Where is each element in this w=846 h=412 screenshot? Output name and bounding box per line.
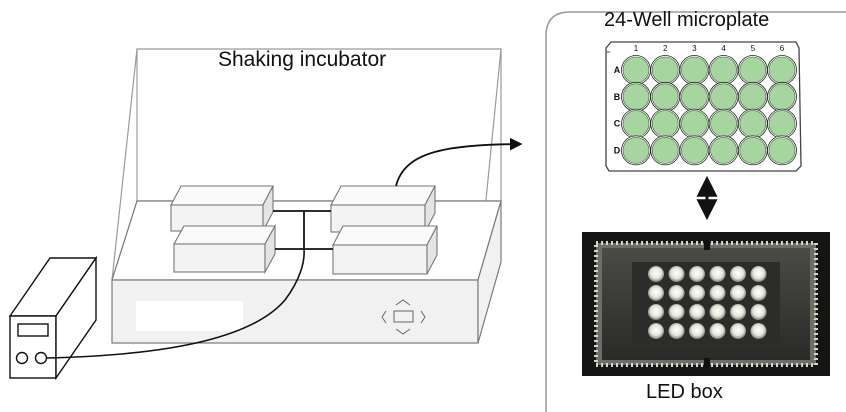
led-well: [648, 266, 664, 282]
incubator-control-pad[interactable]: [381, 299, 426, 335]
sample-box-3: [330, 185, 436, 233]
incubator-display-panel: [136, 301, 243, 331]
plate-well: [622, 83, 650, 111]
led-well: [730, 285, 746, 301]
plate-well: [768, 137, 796, 164]
plate-well: [622, 110, 650, 137]
plate-column-label: 3: [692, 44, 697, 53]
led-well: [709, 266, 726, 282]
plate-well: [681, 110, 708, 137]
power-supply-terminal: [15, 351, 29, 365]
plate-column-label: 1: [634, 44, 639, 53]
led-well: [648, 304, 664, 320]
microplate: 1 2 3 4 5 6 A B C D: [605, 41, 802, 172]
led-well: [709, 285, 726, 301]
plate-well: [768, 56, 796, 84]
chevron-up-icon: [395, 299, 411, 306]
led-well: [648, 323, 664, 339]
chevron-down-icon: [395, 328, 411, 335]
led-well: [648, 285, 664, 301]
plate-well: [739, 56, 767, 84]
power-supply-display: [17, 323, 49, 337]
plate-column-label: 2: [663, 44, 668, 53]
plate-well: [681, 137, 708, 164]
plate-row-label: C: [614, 119, 621, 129]
chevron-right-icon: [420, 310, 426, 324]
chevron-left-icon: [381, 310, 387, 324]
plate-well: [681, 83, 708, 111]
led-well: [668, 285, 685, 301]
plate-well: [739, 137, 767, 164]
plate-row-label: D: [614, 145, 621, 155]
plate-well: [651, 137, 679, 164]
led-well: [668, 323, 685, 339]
led-box-label: LED box: [646, 381, 723, 403]
led-well: [689, 266, 705, 282]
led-well: [750, 304, 767, 320]
plate-column-label: 5: [751, 44, 756, 53]
plate-well: [710, 83, 737, 111]
sample-box-2: [173, 223, 276, 275]
plate-well: [651, 83, 679, 111]
plate-well: [622, 137, 650, 164]
sample-box-1: [170, 185, 274, 232]
plate-well: [710, 110, 737, 137]
plate-well: [768, 110, 796, 137]
plate-well: [768, 83, 796, 111]
led-well: [709, 304, 726, 320]
plate-well: [681, 56, 708, 84]
plate-row-label: A: [614, 65, 621, 75]
plate-column-label: 6: [780, 44, 785, 53]
led-box-photo: [582, 232, 830, 376]
led-well: [730, 304, 746, 320]
led-well: [730, 323, 746, 339]
plate-well: [710, 137, 737, 164]
plate-well: [651, 56, 679, 84]
power-supply-terminal: [34, 351, 48, 365]
incubator-label: Shaking incubator: [218, 48, 387, 71]
power-supply: [8, 255, 98, 381]
led-wells: [648, 266, 767, 339]
plate-column-label: 4: [721, 44, 726, 53]
plate-well: [622, 56, 650, 84]
microplate-label: 24-Well microplate: [604, 9, 770, 31]
power-cable: [45, 248, 305, 359]
led-well: [689, 323, 705, 339]
led-well: [730, 266, 746, 282]
led-well: [750, 266, 767, 282]
led-well: [668, 266, 685, 282]
led-well: [709, 323, 726, 339]
plate-row-label: B: [614, 92, 621, 102]
plate-row-labels: A B C D: [614, 65, 621, 155]
plate-well: [739, 83, 767, 111]
plate-wells: [621, 55, 797, 166]
signal-arrow: [395, 137, 523, 187]
led-well: [750, 323, 767, 339]
plate-well: [739, 110, 767, 137]
led-well: [689, 304, 705, 320]
plate-well: [710, 56, 737, 84]
plate-well: [651, 110, 679, 137]
led-well: [668, 304, 685, 320]
sample-box-4: [332, 225, 438, 275]
led-well: [689, 285, 705, 301]
plate-column-labels: 1 2 3 4 5 6: [634, 44, 785, 53]
right-panel-border: [545, 11, 846, 412]
led-well: [750, 285, 767, 301]
